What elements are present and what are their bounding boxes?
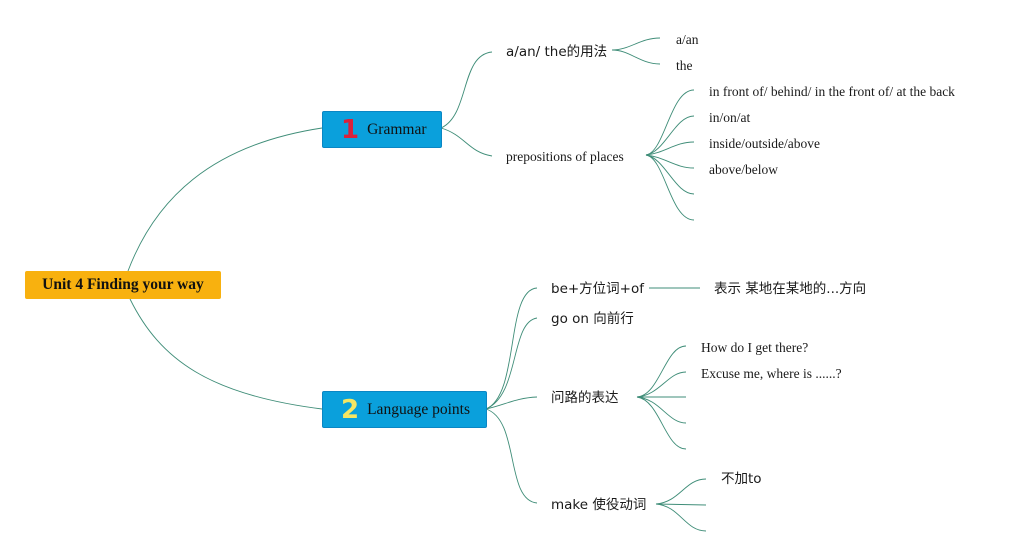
leaf-meaning-direction[interactable]: 表示 某地在某地的...方向 [714,281,867,297]
branch-label: Language points [367,400,470,418]
topic-go-on[interactable]: go on 向前行 [551,311,634,327]
topic-articles[interactable]: a/an/ the的用法 [506,44,608,60]
root-node[interactable]: Unit 4 Finding your way [25,271,221,299]
branch-language-points[interactable]: 2 Language points [322,391,487,428]
topic-make-causative[interactable]: make 使役动词 [551,497,647,513]
leaf-the[interactable]: the [676,58,693,73]
leaf-in-on-at[interactable]: in/on/at [709,110,751,125]
topic-asking-way[interactable]: 问路的表达 [551,390,619,406]
leaf-in-front-of[interactable]: in front of/ behind/ in the front of/ at… [709,84,955,99]
leaf-a-an[interactable]: a/an [676,32,699,47]
leaf-no-to[interactable]: 不加to [721,471,762,487]
leaf-above-below[interactable]: above/below [709,162,778,177]
topic-prepositions[interactable]: prepositions of places [506,149,624,164]
number-2-icon: 2 [341,394,360,425]
branch-grammar[interactable]: 1 Grammar [322,111,442,148]
root-label: Unit 4 Finding your way [42,276,204,293]
topic-be-direction-of[interactable]: be+方位词+of [551,281,645,297]
leaf-how-do-i-get-there[interactable]: How do I get there? [701,340,809,355]
branch-label: Grammar [367,120,427,138]
number-1-icon: 1 [341,114,360,145]
leaf-excuse-me-where-is[interactable]: Excuse me, where is ......? [701,366,842,381]
leaf-inside-outside-above[interactable]: inside/outside/above [709,136,820,151]
